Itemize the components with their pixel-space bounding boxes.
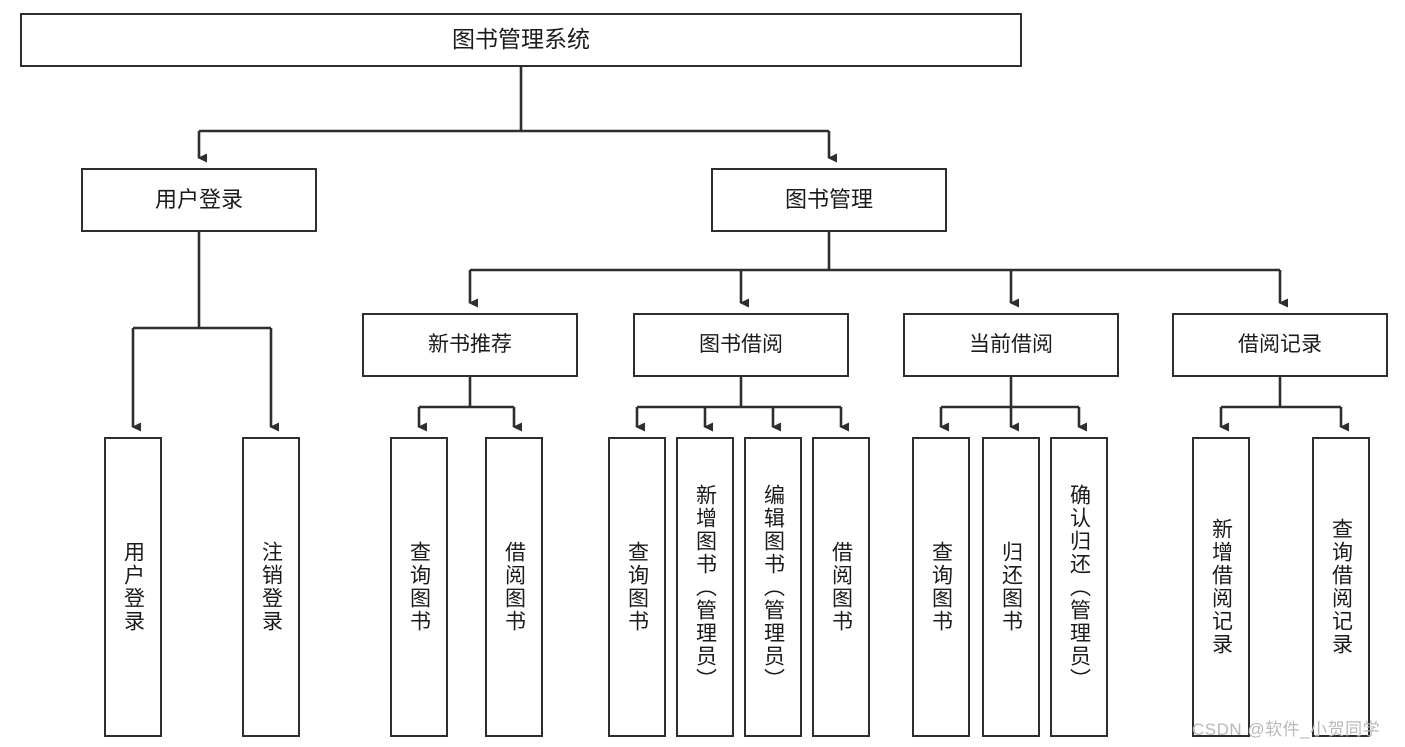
node-user-login[interactable]: 用户登录 bbox=[81, 168, 317, 232]
node-book-borrow-label: 图书借阅 bbox=[699, 332, 783, 356]
node-current-borrow[interactable]: 当前借阅 bbox=[903, 313, 1119, 377]
leaf-node-label: 用户登录 bbox=[121, 541, 145, 633]
node-root-label: 图书管理系统 bbox=[452, 26, 590, 53]
leaf-node-label: 借阅图书 bbox=[502, 541, 526, 633]
node-new-book-recommend[interactable]: 新书推荐 bbox=[362, 313, 578, 377]
leaf-node[interactable]: 归还图书 bbox=[982, 437, 1040, 737]
leaf-node-label: 查询图书 bbox=[625, 541, 649, 633]
leaf-node-label: 查询借阅记录 bbox=[1329, 518, 1353, 656]
leaf-node[interactable]: 借阅图书 bbox=[812, 437, 870, 737]
node-new-book-recommend-label: 新书推荐 bbox=[428, 332, 512, 356]
node-user-login-label: 用户登录 bbox=[154, 187, 243, 213]
leaf-node[interactable]: 注销登录 bbox=[242, 437, 300, 737]
node-current-borrow-label: 当前借阅 bbox=[969, 332, 1053, 356]
node-borrow-record[interactable]: 借阅记录 bbox=[1172, 313, 1388, 377]
leaf-node-label: 借阅图书 bbox=[829, 541, 853, 633]
leaf-node-label: 查询图书 bbox=[929, 541, 953, 633]
node-book-management-label: 图书管理 bbox=[784, 187, 873, 213]
node-book-management[interactable]: 图书管理 bbox=[711, 168, 947, 232]
leaf-node-label: 确认归还（管理员） bbox=[1067, 483, 1091, 691]
leaf-node-label: 查询图书 bbox=[407, 541, 431, 633]
leaf-node[interactable]: 新增借阅记录 bbox=[1192, 437, 1250, 737]
node-borrow-record-label: 借阅记录 bbox=[1238, 332, 1322, 356]
leaf-node-label: 编辑图书（管理员） bbox=[761, 483, 785, 691]
leaf-node-label: 注销登录 bbox=[259, 541, 283, 633]
watermark: CSDN @软件_小贺同学 bbox=[1192, 720, 1381, 739]
node-root[interactable]: 图书管理系统 bbox=[20, 13, 1022, 67]
leaf-node-label: 归还图书 bbox=[999, 541, 1023, 633]
leaf-node[interactable]: 新增图书（管理员） bbox=[676, 437, 734, 737]
leaf-node[interactable]: 查询图书 bbox=[912, 437, 970, 737]
leaf-node[interactable]: 查询借阅记录 bbox=[1312, 437, 1370, 737]
node-book-borrow[interactable]: 图书借阅 bbox=[633, 313, 849, 377]
leaf-node[interactable]: 用户登录 bbox=[104, 437, 162, 737]
leaf-node[interactable]: 编辑图书（管理员） bbox=[744, 437, 802, 737]
leaf-node-label: 新增借阅记录 bbox=[1209, 518, 1233, 656]
leaf-node[interactable]: 查询图书 bbox=[608, 437, 666, 737]
leaf-node-label: 新增图书（管理员） bbox=[693, 483, 717, 691]
leaf-node[interactable]: 借阅图书 bbox=[485, 437, 543, 737]
leaf-node[interactable]: 查询图书 bbox=[390, 437, 448, 737]
leaf-node[interactable]: 确认归还（管理员） bbox=[1050, 437, 1108, 737]
